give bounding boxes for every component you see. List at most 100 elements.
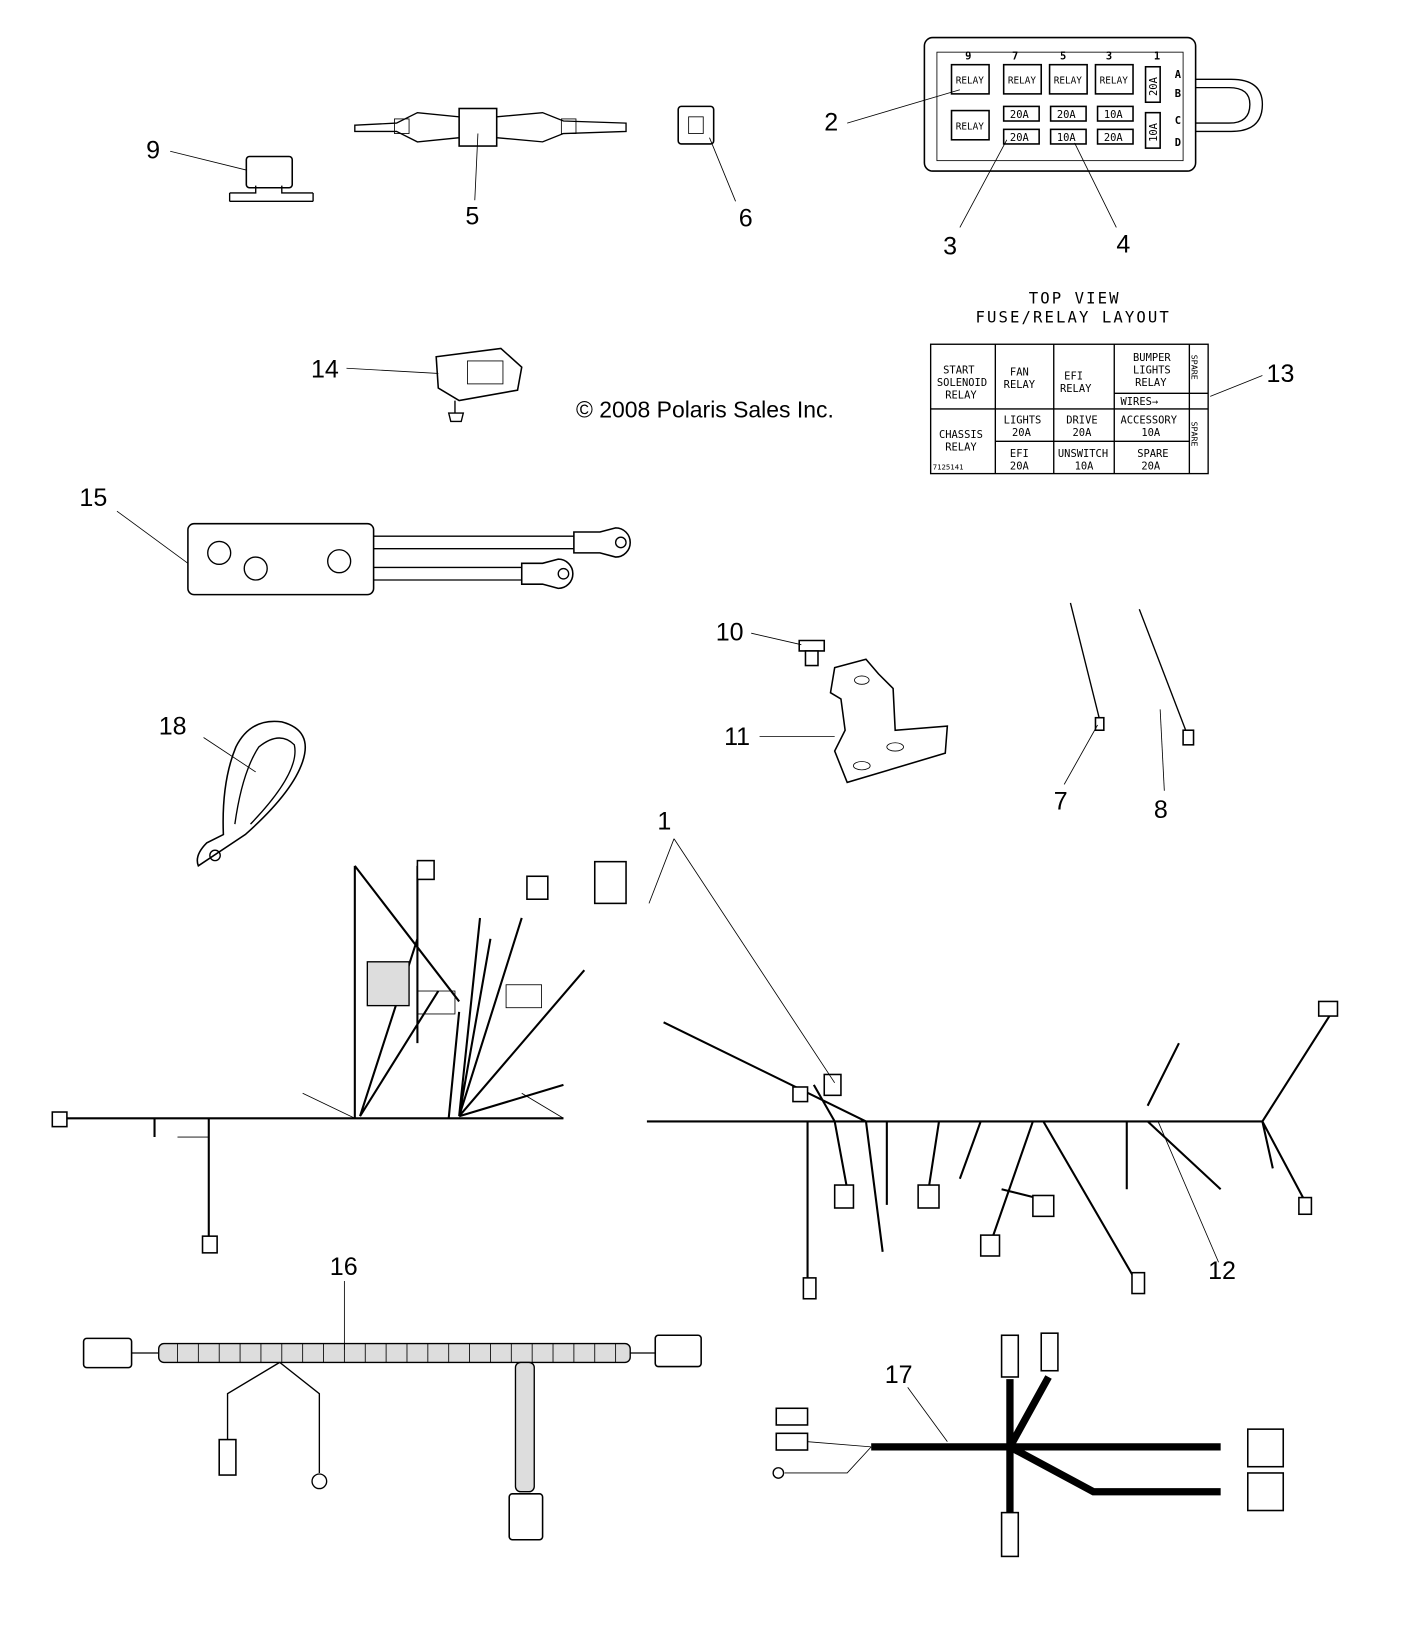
fuse-box-row-labels: A B C D	[1175, 69, 1182, 149]
svg-text:RELAY: RELAY	[956, 75, 985, 86]
side-fuse: 20A	[1144, 65, 1161, 104]
svg-text:2: 2	[824, 108, 838, 136]
svg-text:DRIVE: DRIVE	[1066, 415, 1097, 427]
svg-text:3: 3	[1106, 50, 1112, 62]
fuse: 10A	[1049, 128, 1087, 145]
relay: RELAY	[1048, 63, 1088, 95]
svg-text:RELAY: RELAY	[1004, 379, 1036, 391]
svg-text:20A: 20A	[1141, 460, 1161, 472]
svg-text:20A: 20A	[1073, 427, 1093, 439]
part-7-cable-tie[interactable]	[1063, 602, 1105, 785]
svg-text:20A: 20A	[1010, 460, 1030, 472]
svg-text:LIGHTS: LIGHTS	[1133, 364, 1171, 376]
svg-text:10A: 10A	[1141, 427, 1161, 439]
svg-text:14: 14	[311, 356, 339, 384]
relay: RELAY	[1002, 63, 1043, 95]
svg-text:20A: 20A	[1057, 109, 1077, 121]
callout-numbers: 1 2 3 4 5 6 7 8 9 10 11 12 13 14 15 16 1…	[79, 108, 1294, 1389]
svg-text:START: START	[943, 364, 975, 376]
svg-text:C: C	[1175, 115, 1181, 127]
svg-text:15: 15	[79, 484, 107, 512]
svg-text:5: 5	[1060, 50, 1066, 62]
svg-text:RELAY: RELAY	[945, 389, 977, 401]
svg-text:5: 5	[465, 202, 479, 230]
svg-text:B: B	[1175, 88, 1181, 100]
part-5-fuse-holder[interactable]	[354, 107, 627, 147]
svg-text:1: 1	[657, 807, 671, 835]
relay: RELAY	[1094, 63, 1134, 95]
part-6-connector[interactable]	[677, 105, 715, 145]
part-13-fuse-relay-layout-label[interactable]: TOP VIEW FUSE/RELAY LAYOUT START SOLENOI…	[929, 289, 1209, 475]
svg-text:13: 13	[1267, 360, 1295, 388]
part-16-harness[interactable]	[82, 1281, 702, 1541]
svg-text:10: 10	[716, 619, 744, 647]
svg-text:10A: 10A	[1104, 109, 1124, 121]
table-cells: START SOLENOID RELAY FAN RELAY EFI RELAY…	[933, 352, 1200, 472]
fuse-box-column-labels: 9 7 5 3 1	[965, 50, 1160, 62]
svg-text:RELAY: RELAY	[1008, 75, 1037, 86]
part-17-harness[interactable]	[772, 1332, 1285, 1558]
svg-text:RELAY: RELAY	[1100, 75, 1129, 86]
svg-text:TOP VIEW: TOP VIEW	[1029, 289, 1121, 308]
svg-text:FAN: FAN	[1010, 367, 1029, 379]
svg-text:UNSWITCH: UNSWITCH	[1058, 448, 1108, 460]
svg-text:SPARE: SPARE	[1190, 355, 1200, 380]
part-18-clamp[interactable]	[196, 720, 307, 868]
svg-text:A: A	[1175, 69, 1182, 81]
svg-text:SPARE: SPARE	[1137, 448, 1168, 460]
fuse: 20A	[1002, 128, 1040, 145]
part-1-main-harness[interactable]	[51, 859, 627, 1254]
part-12-chassis-harness[interactable]	[646, 1000, 1339, 1300]
svg-text:EFI: EFI	[1064, 371, 1083, 383]
svg-text:11: 11	[724, 723, 750, 751]
part-2-fuse-box[interactable]: 9 7 5 3 1 A B C D RELAY RELAY RELAY RELA…	[923, 36, 1264, 172]
svg-text:RELAY: RELAY	[945, 442, 977, 454]
svg-text:SOLENOID: SOLENOID	[937, 377, 987, 389]
part-9-circuit-breaker[interactable]	[228, 155, 314, 203]
svg-text:20A: 20A	[1148, 76, 1160, 96]
fuse: 20A	[1096, 128, 1134, 145]
part-14-sensor[interactable]	[346, 347, 523, 423]
svg-text:8: 8	[1154, 796, 1168, 824]
svg-text:12: 12	[1208, 1257, 1236, 1285]
svg-text:RELAY: RELAY	[1135, 377, 1167, 389]
svg-text:9: 9	[146, 137, 160, 165]
fuse: 10A	[1096, 105, 1134, 122]
part-15-cable[interactable]	[116, 510, 631, 596]
svg-text:10A: 10A	[1148, 122, 1160, 142]
svg-text:20A: 20A	[1104, 132, 1124, 144]
copyright: © 2008 Polaris Sales Inc.	[576, 396, 834, 422]
svg-text:20A: 20A	[1010, 132, 1030, 144]
svg-text:7: 7	[1054, 788, 1068, 816]
svg-text:10A: 10A	[1057, 132, 1077, 144]
svg-text:1: 1	[1154, 50, 1160, 62]
svg-text:7: 7	[1012, 50, 1018, 62]
svg-text:4: 4	[1116, 230, 1130, 258]
fuse: 20A	[1002, 105, 1040, 122]
svg-text:EFI: EFI	[1010, 448, 1029, 460]
svg-text:20A: 20A	[1010, 109, 1030, 121]
side-fuse: 10A	[1144, 111, 1161, 149]
svg-text:9: 9	[965, 50, 971, 62]
svg-text:20A: 20A	[1012, 427, 1032, 439]
svg-text:17: 17	[885, 1361, 913, 1389]
svg-text:6: 6	[739, 204, 753, 232]
part-10-bolt[interactable]	[751, 632, 826, 667]
fuse: 20A	[1049, 105, 1087, 122]
svg-text:16: 16	[330, 1253, 358, 1281]
svg-text:ACCESSORY: ACCESSORY	[1121, 415, 1178, 427]
part-11-bracket[interactable]	[759, 658, 949, 784]
relay: RELAY	[950, 63, 990, 95]
relay: RELAY	[950, 109, 990, 141]
svg-text:SPARE: SPARE	[1190, 421, 1200, 446]
part-8-cable-tie[interactable]	[1138, 608, 1195, 791]
svg-text:RELAY: RELAY	[1060, 383, 1092, 395]
svg-text:18: 18	[159, 712, 187, 740]
svg-text:RELAY: RELAY	[1054, 75, 1083, 86]
svg-text:CHASSIS: CHASSIS	[939, 429, 983, 441]
svg-text:WIRES→: WIRES→	[1121, 396, 1159, 408]
svg-text:LIGHTS: LIGHTS	[1004, 415, 1042, 427]
svg-text:3: 3	[943, 233, 957, 261]
svg-text:RELAY: RELAY	[956, 121, 985, 132]
